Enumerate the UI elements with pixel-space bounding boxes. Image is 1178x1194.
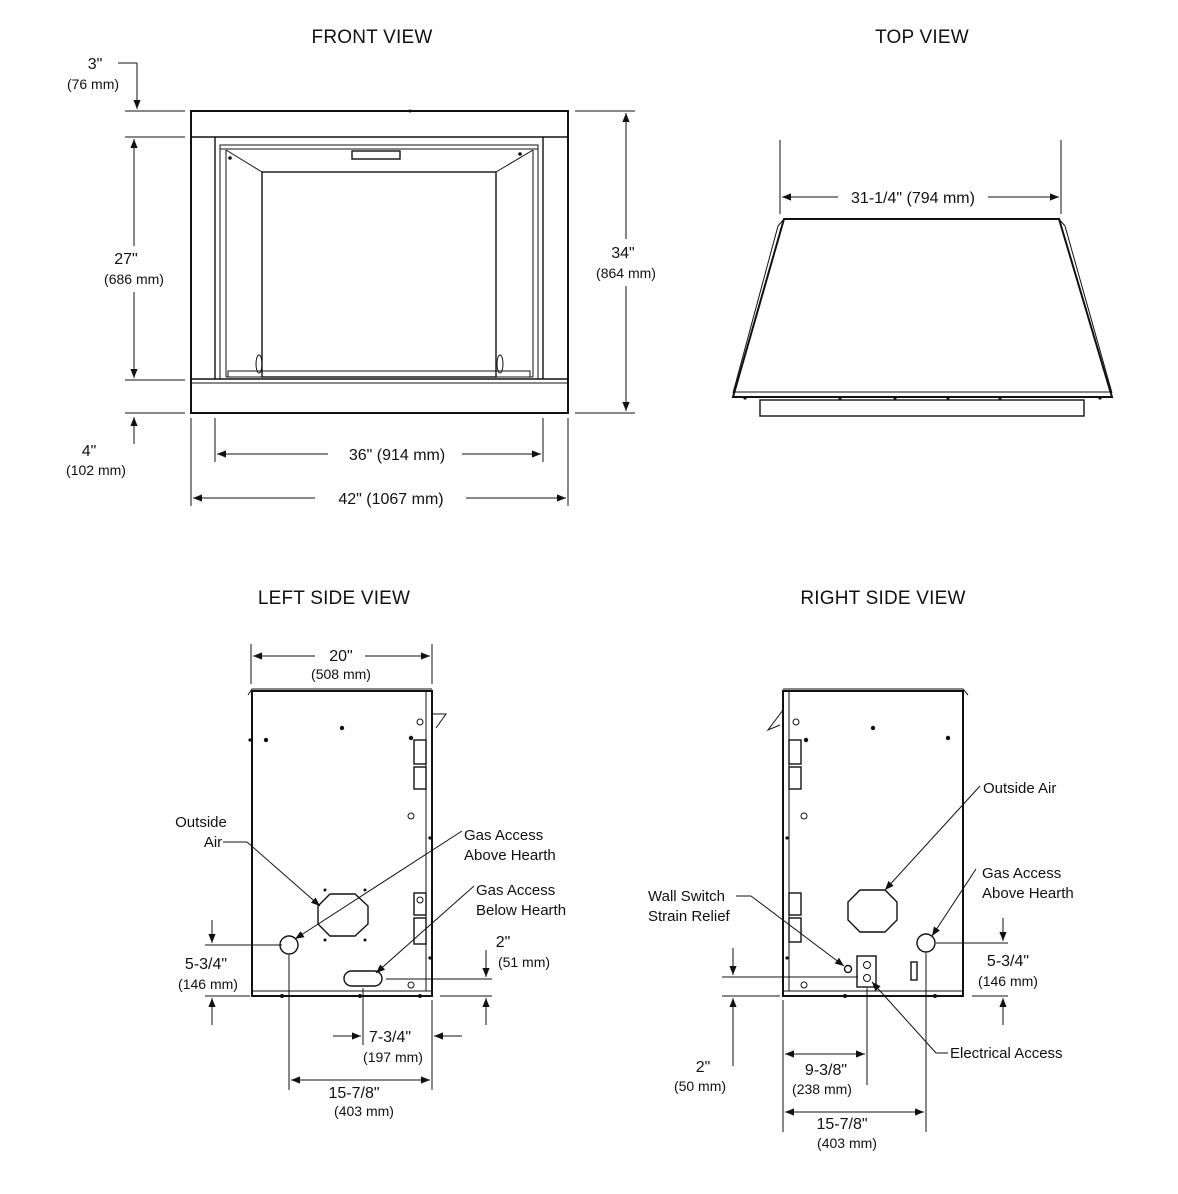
dim-top-width: 31-1/4" (794 mm) xyxy=(851,190,975,207)
left-dim-below-x-mm: (197 mm) xyxy=(363,1049,423,1065)
left-dim-below-x-value: 7-3/4" xyxy=(369,1029,411,1046)
left-dim-gas-height-mm: (146 mm) xyxy=(178,976,238,992)
front-view: FRONT VIEW 3" (76 mm) xyxy=(66,27,656,508)
dim-overall-height-mm: (864 mm) xyxy=(596,265,656,281)
right-wall-switch-strain-relief xyxy=(843,964,853,974)
left-label-gas-below-2: Below Hearth xyxy=(476,902,566,919)
left-label-gas-below-1: Gas Access xyxy=(476,882,555,899)
right-body-outline xyxy=(782,690,964,997)
dim-top-mm: (76 mm) xyxy=(67,76,119,92)
right-electrical-box xyxy=(856,955,877,988)
right-label-electrical-access: Electrical Access xyxy=(950,1045,1063,1062)
right-slot xyxy=(910,961,918,981)
left-dim-gas-height-value: 5-3/4" xyxy=(185,956,227,973)
right-dim-gas-x-mm: (403 mm) xyxy=(817,1135,877,1151)
left-label-gas-above-2: Above Hearth xyxy=(464,847,556,864)
left-dim-depth-mm: (508 mm) xyxy=(311,666,371,682)
right-dim-elec-height-mm: (50 mm) xyxy=(674,1078,726,1094)
dim-top-value: 3" xyxy=(88,56,103,73)
dim-opening-height-mm: (686 mm) xyxy=(104,271,164,287)
firebox-back-panel xyxy=(261,171,497,378)
left-dim-below-height-mm: (51 mm) xyxy=(498,954,550,970)
left-dim-gas-x-mm: (403 mm) xyxy=(334,1103,394,1119)
right-label-outside-air: Outside Air xyxy=(983,780,1056,797)
left-body-outline xyxy=(251,690,433,997)
top-view: TOP VIEW 31-1/4" (794 mm) xyxy=(731,27,1114,417)
left-label-outside-air-2: Air xyxy=(204,834,222,851)
left-view-title: LEFT SIDE VIEW xyxy=(258,588,410,609)
top-view-outline xyxy=(731,218,1114,398)
right-label-gas-above-2: Above Hearth xyxy=(982,885,1074,902)
right-label-wall-switch-1: Wall Switch xyxy=(648,888,725,905)
right-gas-access-above-hole xyxy=(916,933,936,953)
right-dim-elec-x-mm: (238 mm) xyxy=(792,1081,852,1097)
right-dim-gas-height-value: 5-3/4" xyxy=(987,953,1029,970)
dim-overall-width: 42" (1067 mm) xyxy=(338,491,443,508)
front-view-title: FRONT VIEW xyxy=(312,27,433,48)
right-view-title: RIGHT SIDE VIEW xyxy=(800,588,965,609)
left-dim-depth-value: 20" xyxy=(329,648,352,665)
right-side-view: RIGHT SIDE VIEW Outside Air xyxy=(648,588,1074,1151)
right-dim-elec-height-value: 2" xyxy=(696,1059,711,1076)
left-side-view: LEFT SIDE VIEW Outs xyxy=(175,588,566,1119)
dim-overall-height-value: 34" xyxy=(611,245,634,262)
top-view-hearth xyxy=(759,399,1085,417)
right-outside-air-plate xyxy=(847,889,898,933)
right-label-gas-above-1: Gas Access xyxy=(982,865,1061,882)
dim-bottom-value: 4" xyxy=(82,443,97,460)
left-label-gas-above-1: Gas Access xyxy=(464,827,543,844)
right-dim-gas-x-value: 15-7/8" xyxy=(816,1116,867,1133)
front-top-bracket xyxy=(351,150,401,160)
front-outer-frame xyxy=(190,110,569,414)
left-dim-below-height-value: 2" xyxy=(496,934,511,951)
right-dim-gas-height-mm: (146 mm) xyxy=(978,973,1038,989)
right-label-wall-switch-2: Strain Relief xyxy=(648,908,731,925)
left-dim-gas-x-value: 15-7/8" xyxy=(328,1085,379,1102)
left-label-outside-air-1: Outside xyxy=(175,814,227,831)
top-view-title: TOP VIEW xyxy=(875,27,969,48)
left-outside-air-plate xyxy=(317,893,369,937)
dim-bottom-mm: (102 mm) xyxy=(66,462,126,478)
left-gas-access-below-slot xyxy=(343,970,383,987)
dim-opening-width: 36" (914 mm) xyxy=(349,447,445,464)
right-dim-elec-x-value: 9-3/8" xyxy=(805,1062,847,1079)
dim-opening-height-value: 27" xyxy=(114,251,137,268)
